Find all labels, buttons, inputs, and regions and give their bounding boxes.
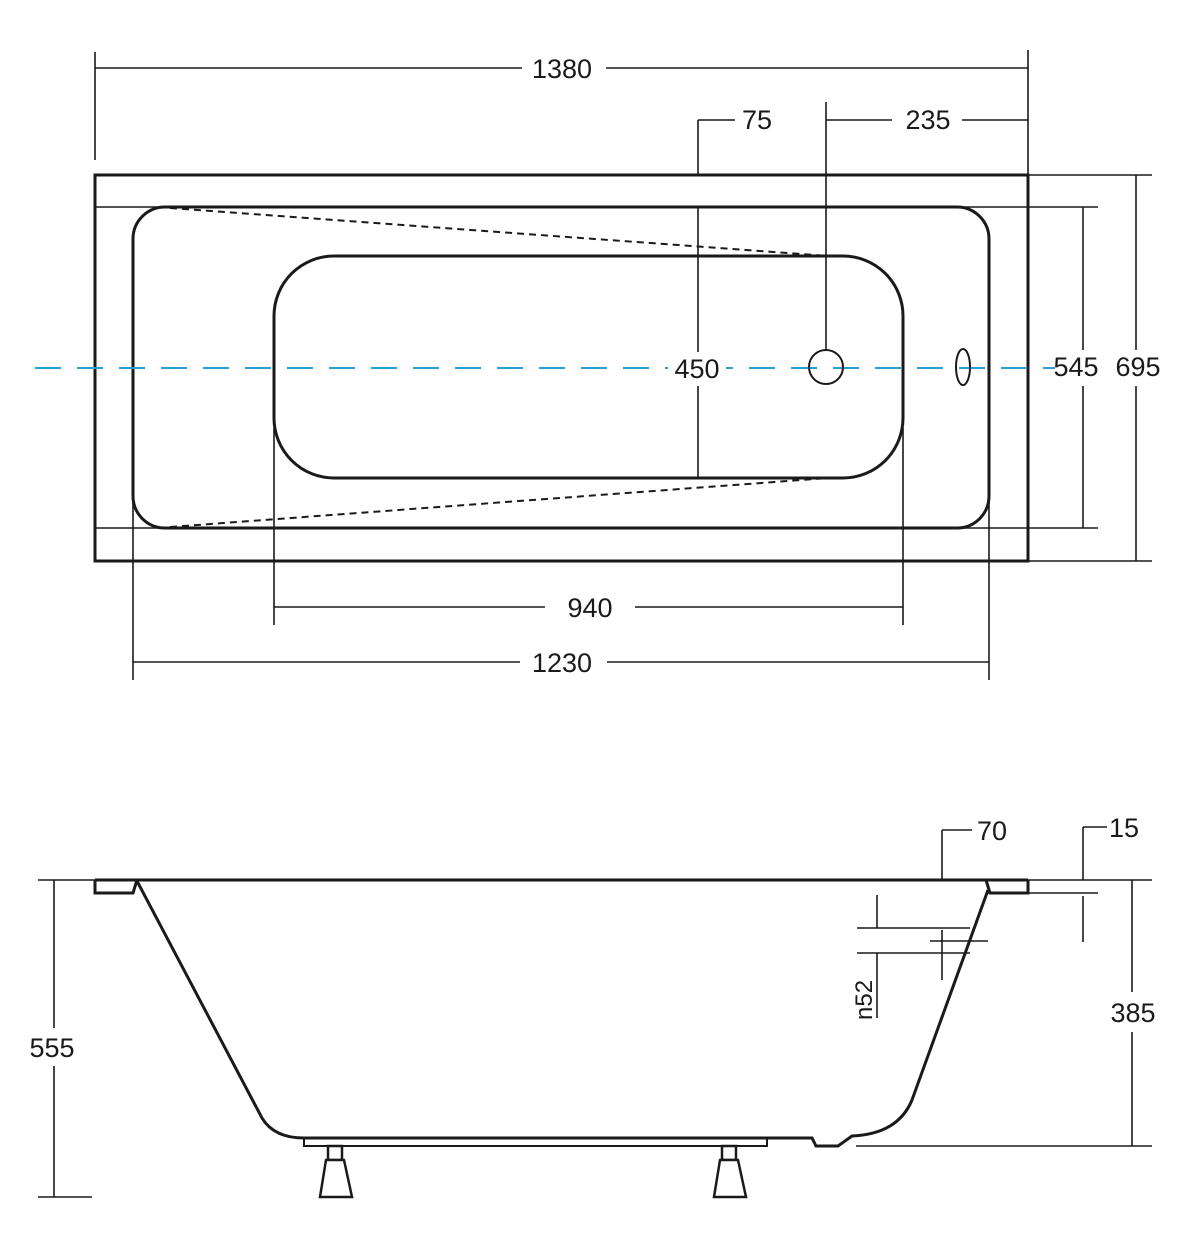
dim-15: 15 [1109,813,1139,843]
dim-75: 75 [742,105,772,135]
dim-235: 235 [905,105,950,135]
dim-545: 545 [1053,352,1098,382]
top-view: 1380 75 235 450 545 695 940 [35,50,1161,680]
tub-shell-profile [135,880,990,1148]
dim-940: 940 [567,593,612,623]
dim-overflow-n52: n52 [851,980,878,1020]
dim-450: 450 [674,354,719,384]
side-view: 555 385 70 15 n52 [29,813,1156,1199]
foot-right [712,1144,748,1199]
dim-555: 555 [29,1033,74,1063]
tub-bottom [272,254,905,480]
overflow-icon [955,348,971,386]
dim-70: 70 [977,816,1007,846]
dim-695: 695 [1115,352,1160,382]
foot-left [318,1144,354,1199]
dim-385: 385 [1110,998,1155,1028]
dim-1230: 1230 [532,648,592,678]
dim-1380: 1380 [532,54,592,84]
